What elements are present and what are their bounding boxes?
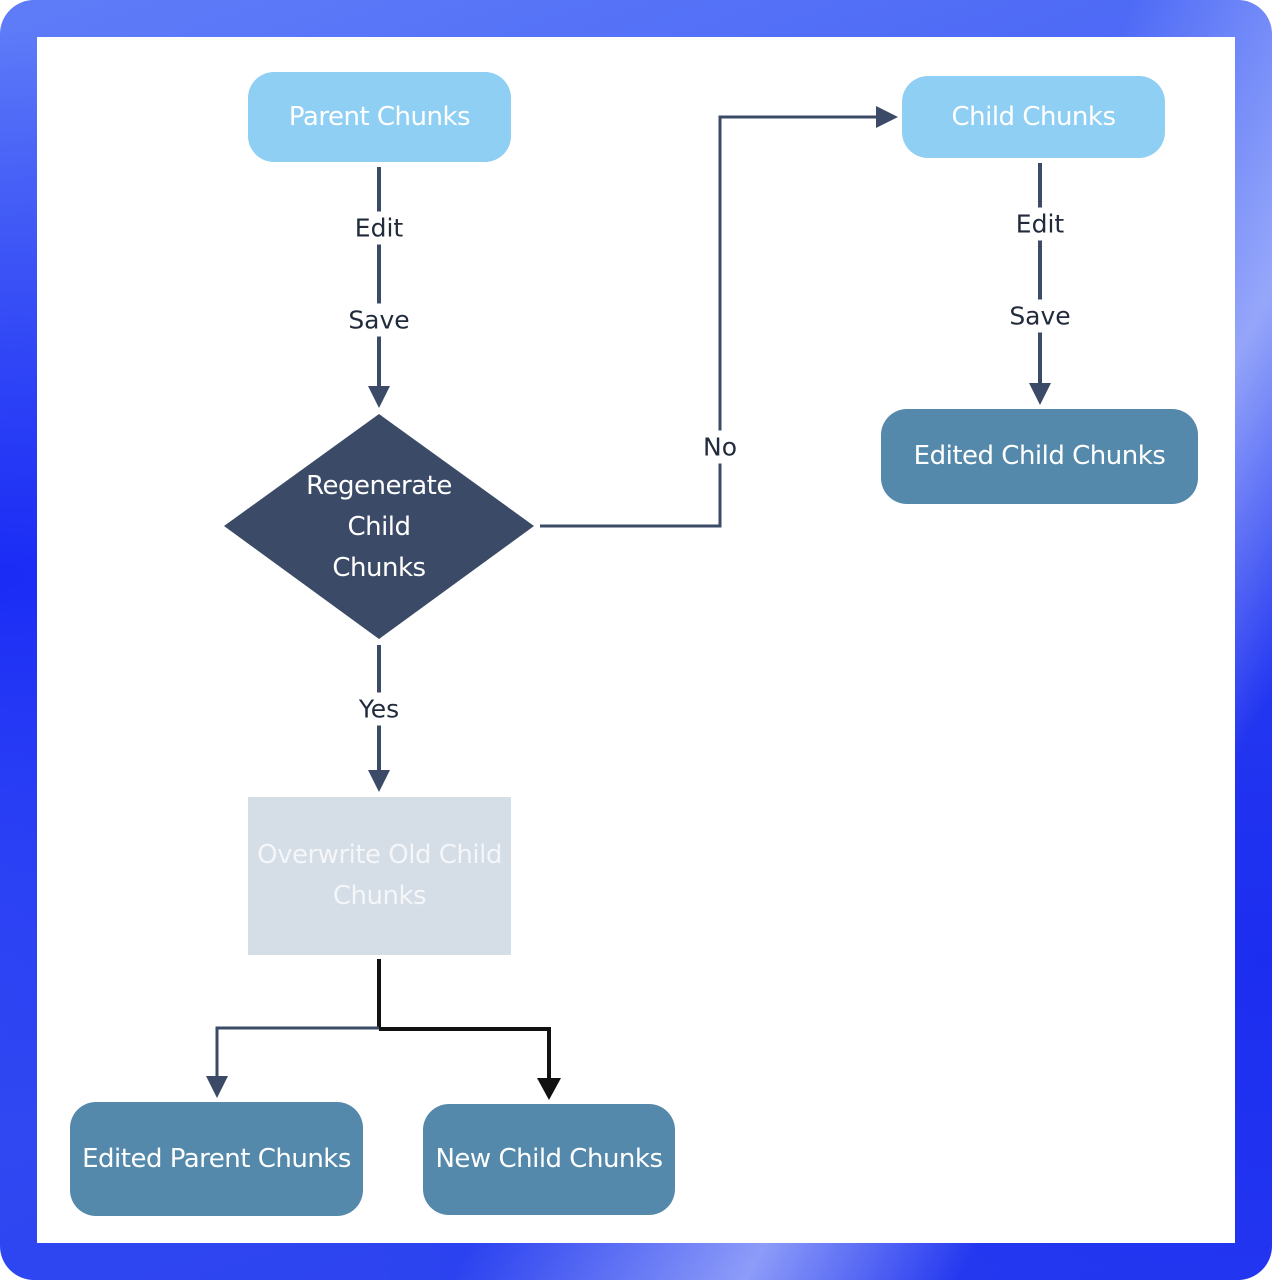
regenerate-child-chunks-label[interactable]: Regenerate Child Chunks [306,470,452,583]
arrowhead-child-to-edited [1029,383,1051,405]
diagram-canvas: Parent Chunks Child Chunks Regenerate Ch… [37,37,1235,1243]
edge-label-parent-edit: Edit [350,211,408,245]
arrowhead-to-new-child [537,1078,561,1100]
edge-label-child-edit: Edit [1011,207,1069,241]
overwrite-old-child-chunks-node[interactable]: Overwrite Old Child Chunks [248,797,511,955]
edge-label-no: No [699,430,741,464]
decision-diamond [224,414,534,639]
connector-no-branch [540,115,880,528]
new-child-chunks-node[interactable]: New Child Chunks [423,1104,675,1215]
edge-label-child-save: Save [1005,299,1075,333]
edited-child-chunks-node[interactable]: Edited Child Chunks [881,409,1198,504]
edited-parent-chunks-node[interactable]: Edited Parent Chunks [70,1102,363,1216]
arrowhead-parent-to-decision [368,386,390,408]
arrowhead-to-edited-parent [206,1076,228,1098]
child-chunks-node[interactable]: Child Chunks [902,76,1165,158]
arrowhead-yes-branch [368,770,390,792]
parent-chunks-node[interactable]: Parent Chunks [248,72,511,162]
edge-label-yes: Yes [354,692,404,726]
connector-to-edited-parent [215,1026,379,1078]
connector-to-new-child [379,1027,551,1080]
arrowhead-no-branch [876,106,898,128]
edge-label-parent-save: Save [344,303,414,337]
connectors-layer [206,106,1051,1100]
